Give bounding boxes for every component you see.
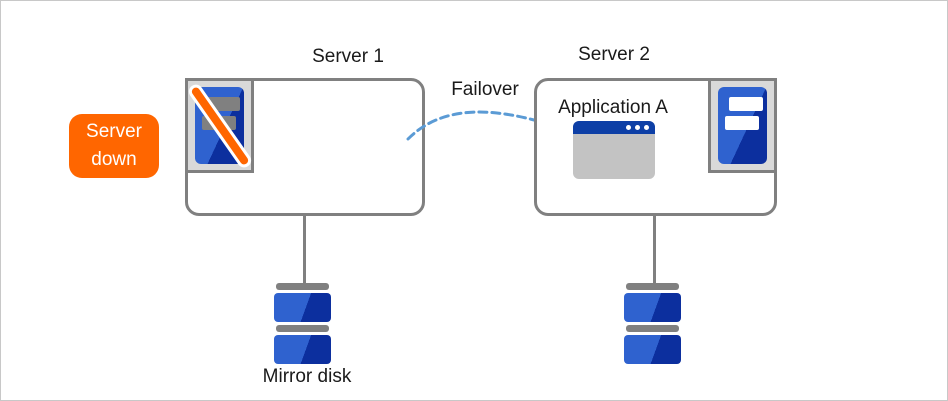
- failover-label: Failover: [451, 79, 519, 100]
- server2-label: Server 2: [578, 44, 650, 65]
- app-window-icon: [573, 121, 655, 179]
- app-window-titlebar: [573, 121, 655, 134]
- disk-cap: [626, 283, 679, 290]
- disk-cap: [276, 325, 329, 332]
- server1-disk-connector: [303, 216, 306, 283]
- titlebar-dot-icon: [626, 125, 631, 130]
- disk-platter: [624, 335, 681, 364]
- failover-arc: [406, 110, 536, 141]
- titlebar-dot-icon: [644, 125, 649, 130]
- titlebar-dot-icon: [635, 125, 640, 130]
- application-label: Application A: [558, 97, 668, 118]
- disk-cap: [626, 325, 679, 332]
- server-slot: [729, 97, 763, 111]
- server-tower: [718, 87, 767, 164]
- mirror-disk-icon: [274, 283, 331, 367]
- mirror-disk-icon: [624, 283, 681, 367]
- server-down-badge-line1: Server: [86, 121, 142, 142]
- failed-server-icon: [185, 78, 254, 173]
- healthy-server-icon: [708, 78, 777, 173]
- server-slot: [725, 116, 759, 130]
- disk-platter: [274, 293, 331, 322]
- server-down-badge-line2: down: [91, 149, 137, 170]
- disk-platter: [274, 335, 331, 364]
- server1-label: Server 1: [312, 46, 384, 67]
- disk-cap: [276, 283, 329, 290]
- mirror-disk-label: Mirror disk: [262, 366, 352, 387]
- server2-disk-connector: [653, 216, 656, 283]
- server-down-badge: Server down: [69, 114, 159, 178]
- disk-platter: [624, 293, 681, 322]
